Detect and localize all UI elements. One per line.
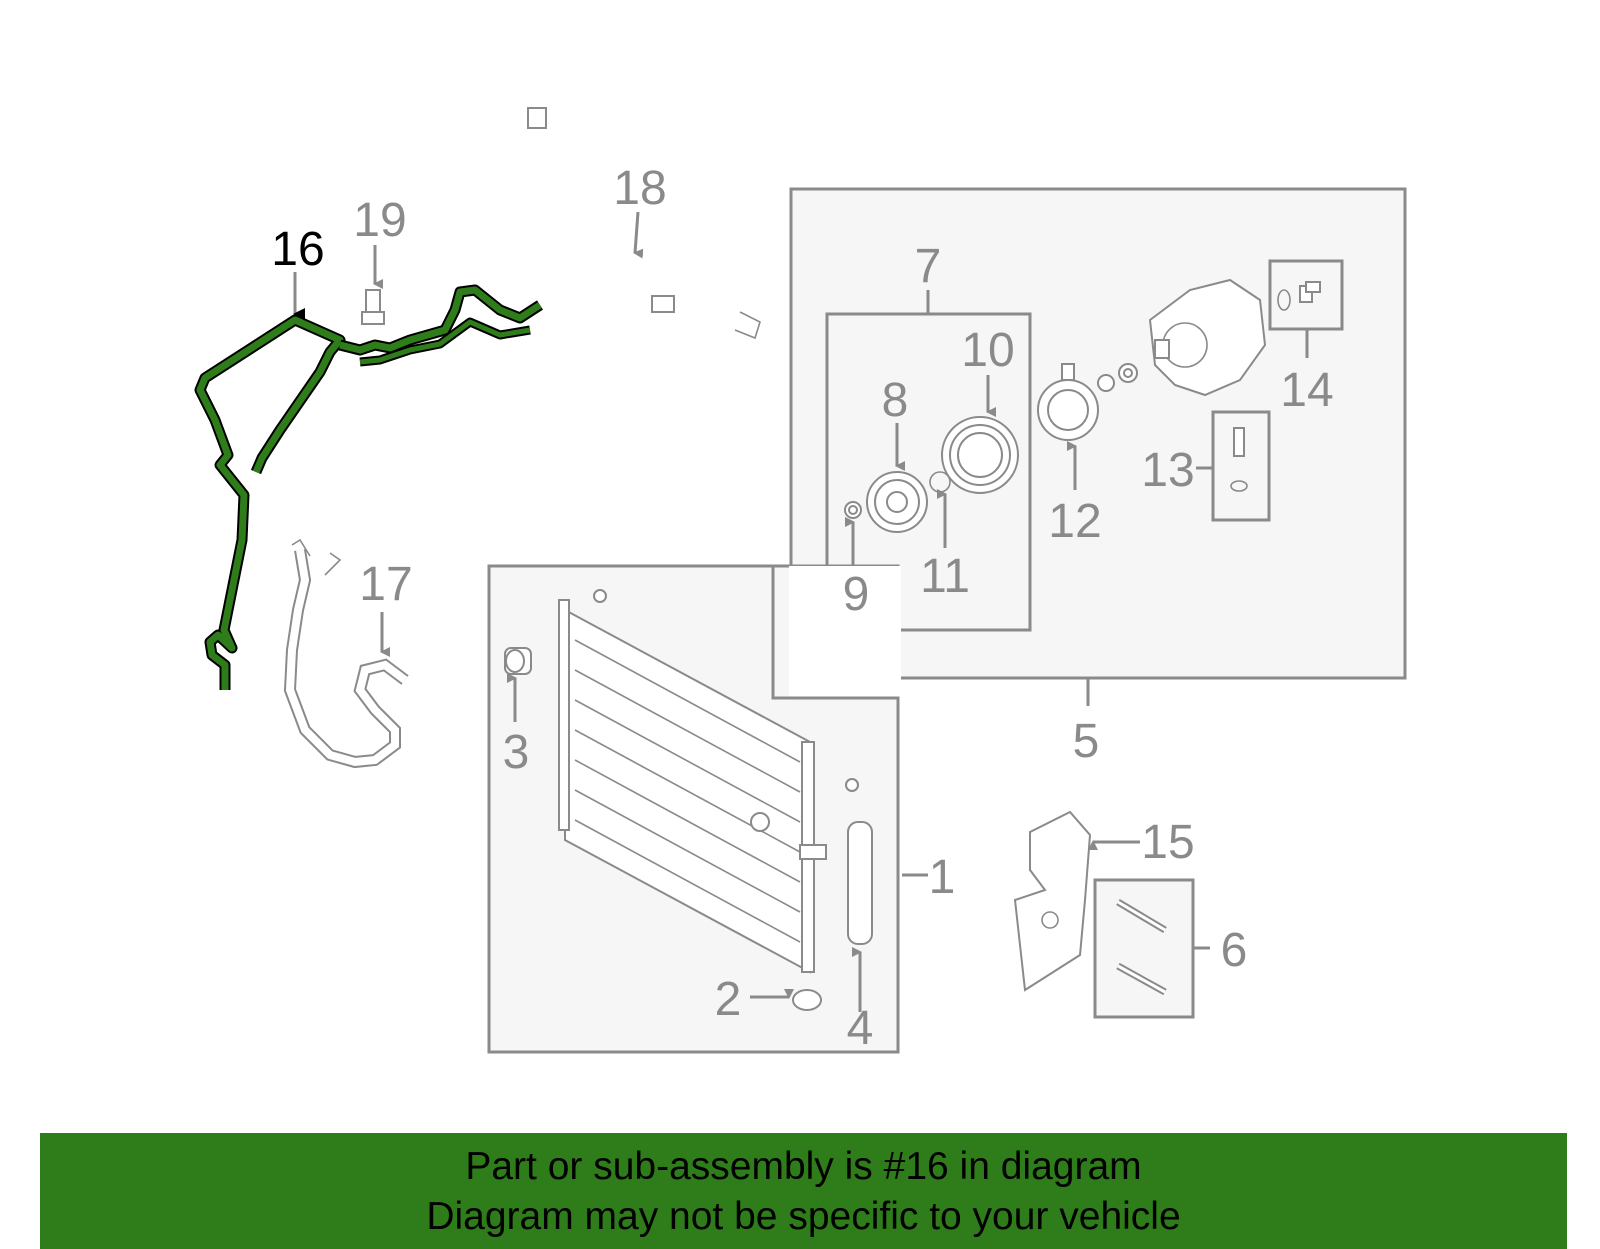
part-16-hose: [194, 284, 543, 690]
callout-14: 14: [1280, 364, 1333, 417]
part-18-hose: [527, 107, 761, 340]
callout-7: 7: [915, 240, 942, 293]
part-12-coil: [1037, 363, 1099, 441]
callout-8: 8: [882, 374, 909, 427]
banner-line-1: Part or sub-assembly is #16 in diagram: [465, 1145, 1142, 1188]
callout-2: 2: [715, 973, 742, 1026]
callout-9: 9: [843, 568, 870, 621]
compressor-body: [1148, 278, 1267, 397]
part-2-cap: [792, 989, 822, 1011]
callout-4: 4: [847, 1002, 874, 1055]
part-6-bolts: [1116, 898, 1167, 996]
callout-17: 17: [359, 558, 412, 611]
info-banner: Part or sub-assembly is #16 in diagram D…: [40, 1133, 1567, 1249]
callout-3: 3: [503, 726, 530, 779]
callout-15: 15: [1141, 816, 1194, 869]
callout-6: 6: [1221, 924, 1248, 977]
part-10-pulley: [941, 416, 1019, 494]
callout-10: 10: [961, 324, 1014, 377]
callout-12: 12: [1048, 495, 1101, 548]
callout-16: 16: [271, 223, 324, 276]
part-3-bushing: [504, 647, 532, 675]
banner-line-2: Diagram may not be specific to your vehi…: [426, 1195, 1181, 1238]
box-13: [1211, 410, 1271, 522]
callout-5: 5: [1073, 715, 1100, 768]
part-4-receiver-drier: [845, 778, 873, 945]
callout-11: 11: [920, 550, 970, 603]
callout-18: 18: [613, 162, 666, 215]
part-15-bracket: [1013, 810, 1092, 992]
compressor-washers: [1097, 363, 1138, 392]
part-9-nut: [844, 501, 862, 519]
part-14-parts: [1277, 281, 1321, 311]
box-6: [1093, 878, 1195, 1019]
part-19-bolt: [361, 289, 385, 325]
leader-lines: [293, 211, 1309, 1012]
part-8-pulley-plate: [866, 471, 928, 533]
part-13-parts: [1230, 427, 1248, 492]
callout-19: 19: [353, 194, 406, 247]
callout-13: 13: [1141, 444, 1194, 497]
part-1-condenser: [558, 599, 827, 974]
callout-1: 1: [929, 851, 956, 904]
part-17-hose: [283, 538, 409, 769]
